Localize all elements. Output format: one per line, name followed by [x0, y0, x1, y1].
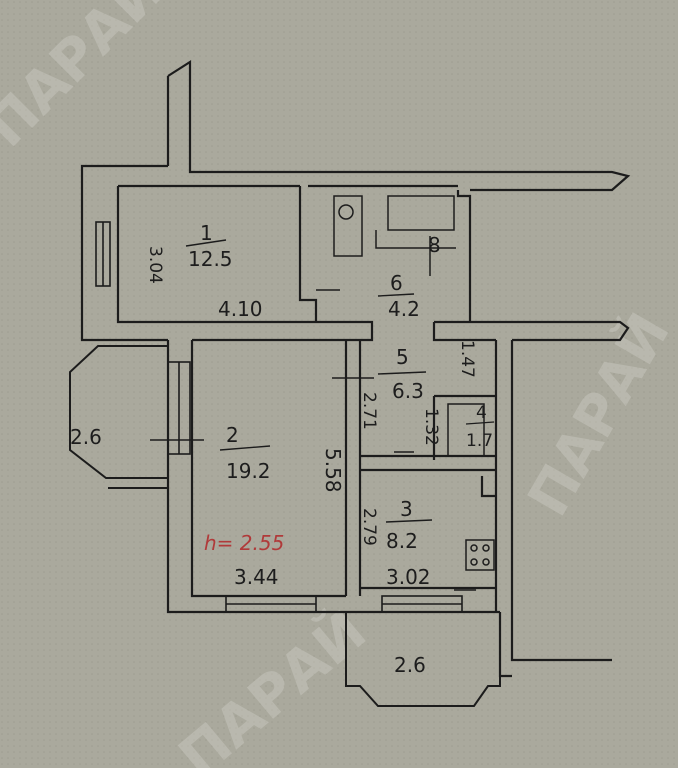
room-1-number: 1	[200, 221, 213, 245]
room-3-number: 3	[400, 497, 413, 521]
balcony-bottom-area: 2.6	[394, 653, 426, 677]
shower-icon	[447, 403, 485, 457]
dim-room3-width: 3.02	[386, 565, 431, 589]
toilet-icon	[333, 195, 363, 257]
dim-room2-width: 3.44	[234, 565, 279, 589]
room-4-number: 4	[476, 403, 487, 423]
room-6-number: 6	[390, 271, 403, 295]
room-2-number: 2	[226, 423, 239, 447]
room-4-area: 1.7	[466, 431, 493, 451]
room-6-area: 4.2	[388, 297, 420, 321]
fixtures	[333, 195, 495, 571]
dim-room3-length: 2.79	[359, 508, 379, 546]
dim-room4: 1.32	[421, 408, 441, 446]
dim-room1-height: 3.04	[145, 246, 165, 284]
room-3-area: 8.2	[386, 529, 418, 553]
room-1-area: 12.5	[188, 247, 233, 271]
stove-icon	[465, 539, 495, 571]
dim-corridor: 1.47	[457, 340, 477, 378]
dim-room1-width: 4.10	[218, 297, 263, 321]
dim-room2-length: 5.58	[321, 448, 345, 493]
balcony-left	[69, 345, 168, 489]
balcony-left-area: 2.6	[70, 425, 102, 449]
bathtub-icon	[387, 195, 455, 231]
door-marks	[150, 289, 476, 591]
room-2-area: 19.2	[226, 459, 271, 483]
room-5-number: 5	[396, 345, 409, 369]
fixture-number: 8	[428, 233, 441, 257]
dim-room5: 2.71	[359, 392, 379, 430]
room-5-area: 6.3	[392, 379, 424, 403]
ceiling-height: h= 2.55	[204, 531, 284, 555]
windows	[95, 221, 463, 613]
balcony-bottom	[345, 612, 501, 707]
